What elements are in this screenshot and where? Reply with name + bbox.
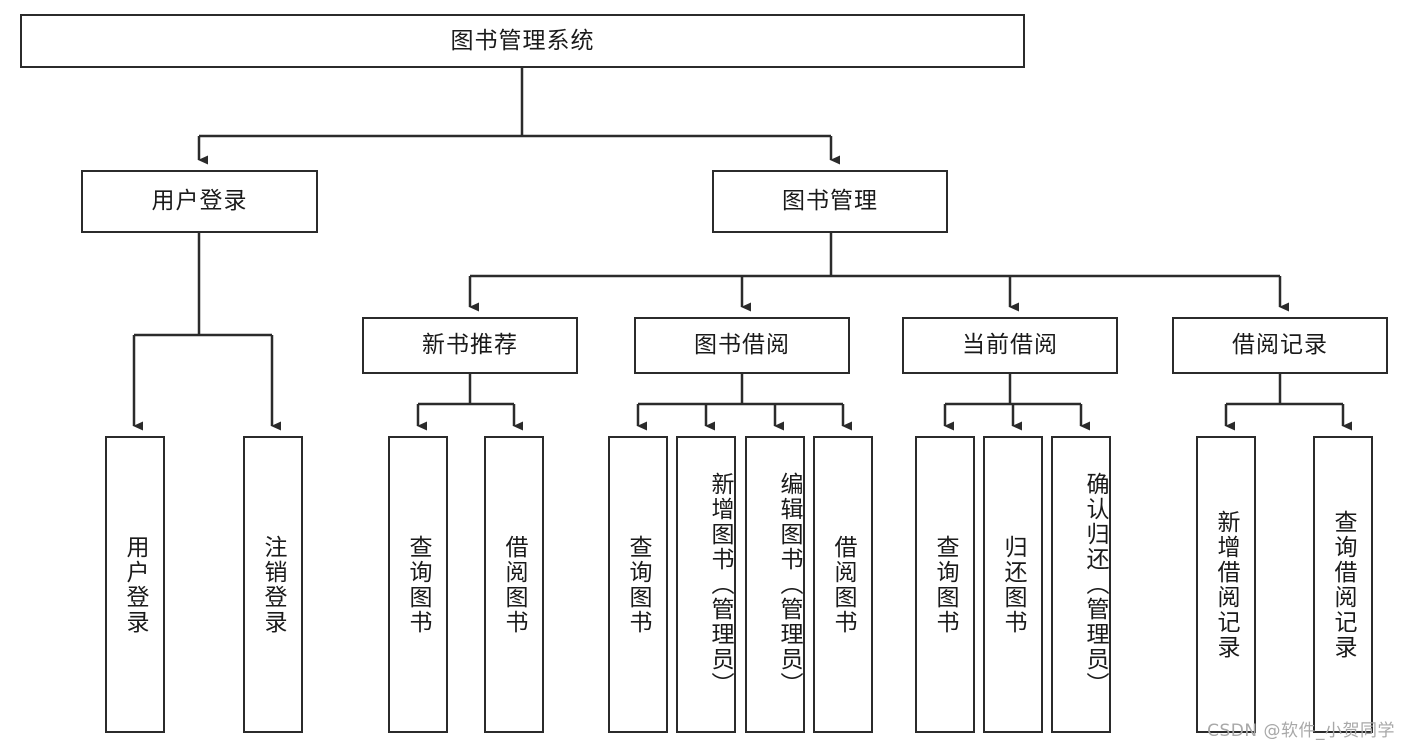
leaf-query-borrow-record-label: 查询借阅记录 (1330, 509, 1357, 660)
leaf-logout-login[interactable]: 注销登录 (243, 436, 303, 733)
node-current-borrow[interactable]: 当前借阅 (902, 317, 1118, 374)
node-borrow-record[interactable]: 借阅记录 (1172, 317, 1388, 374)
leaf-edit-book[interactable]: 编辑图书（管理员） (745, 436, 805, 733)
leaf-query-book-2[interactable]: 查询图书 (608, 436, 668, 733)
leaf-edit-book-label: 编辑图书（管理员） (776, 472, 802, 697)
leaf-add-book-label: 新增图书（管理员） (707, 472, 733, 697)
node-book-borrow[interactable]: 图书借阅 (634, 317, 850, 374)
node-new-book-recommend[interactable]: 新书推荐 (362, 317, 578, 374)
leaf-return-book-label: 归还图书 (1000, 534, 1027, 635)
watermark: CSDN @软件_小贺同学 (1207, 721, 1395, 741)
node-user-login[interactable]: 用户登录 (81, 170, 318, 233)
leaf-borrow-book-2[interactable]: 借阅图书 (813, 436, 873, 733)
leaf-add-borrow-record-label: 新增借阅记录 (1213, 509, 1240, 660)
node-root-label: 图书管理系统 (450, 27, 595, 54)
leaf-borrow-book-2-label: 借阅图书 (830, 534, 857, 635)
node-book-manage-label: 图书管理 (782, 188, 878, 215)
node-user-login-label: 用户登录 (151, 188, 248, 215)
node-root[interactable]: 图书管理系统 (20, 14, 1025, 68)
leaf-query-book-3[interactable]: 查询图书 (915, 436, 975, 733)
leaf-user-login-label: 用户登录 (122, 534, 149, 635)
leaf-user-login[interactable]: 用户登录 (105, 436, 165, 733)
node-new-book-recommend-label: 新书推荐 (422, 332, 518, 359)
leaf-confirm-return[interactable]: 确认归还（管理员） (1051, 436, 1111, 733)
leaf-query-book-2-label: 查询图书 (625, 534, 652, 635)
leaf-add-borrow-record[interactable]: 新增借阅记录 (1196, 436, 1256, 733)
leaf-query-book-1-label: 查询图书 (405, 534, 432, 635)
leaf-borrow-book-1-label: 借阅图书 (501, 534, 528, 635)
leaf-return-book[interactable]: 归还图书 (983, 436, 1043, 733)
leaf-logout-login-label: 注销登录 (260, 534, 287, 635)
node-book-manage[interactable]: 图书管理 (712, 170, 948, 233)
leaf-query-book-3-label: 查询图书 (932, 534, 959, 635)
leaf-query-book-1[interactable]: 查询图书 (388, 436, 448, 733)
leaf-query-borrow-record[interactable]: 查询借阅记录 (1313, 436, 1373, 733)
leaf-add-book[interactable]: 新增图书（管理员） (676, 436, 736, 733)
leaf-borrow-book-1[interactable]: 借阅图书 (484, 436, 544, 733)
node-current-borrow-label: 当前借阅 (962, 332, 1058, 359)
leaf-confirm-return-label: 确认归还（管理员） (1082, 472, 1108, 697)
node-book-borrow-label: 图书借阅 (694, 332, 790, 359)
node-borrow-record-label: 借阅记录 (1232, 332, 1328, 359)
